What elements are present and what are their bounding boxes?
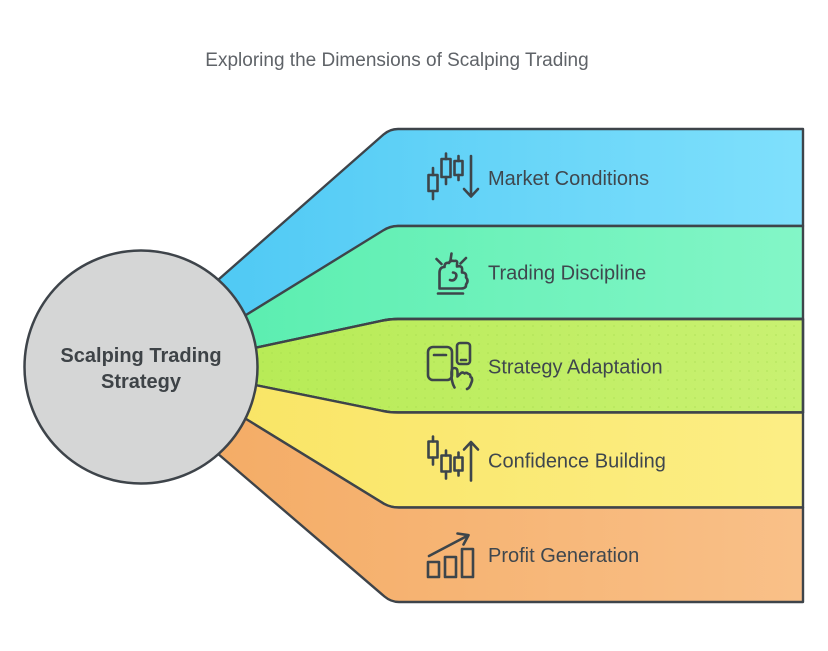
band-label-market-conditions: Market Conditions (488, 168, 649, 190)
center-label-line2: Strategy (101, 371, 182, 393)
band-label-profit-generation: Profit Generation (488, 545, 639, 567)
bar-chart-rise-icon (426, 532, 475, 579)
candlestick-up-icon (427, 435, 480, 482)
center-circle (23, 249, 259, 485)
center-label-line1: Scalping Trading (60, 345, 221, 367)
band-profit-generation (208, 409, 805, 604)
band-label-trading-discipline: Trading Discipline (488, 263, 646, 285)
candlestick-down-icon (427, 152, 480, 201)
fist-icon (435, 252, 469, 295)
band-label-confidence-building: Confidence Building (488, 451, 666, 473)
band-label-strategy-adaptation: Strategy Adaptation (488, 357, 663, 379)
diagram-title: Exploring the Dimensions of Scalping Tra… (205, 50, 588, 71)
devices-tap-icon (426, 341, 474, 391)
